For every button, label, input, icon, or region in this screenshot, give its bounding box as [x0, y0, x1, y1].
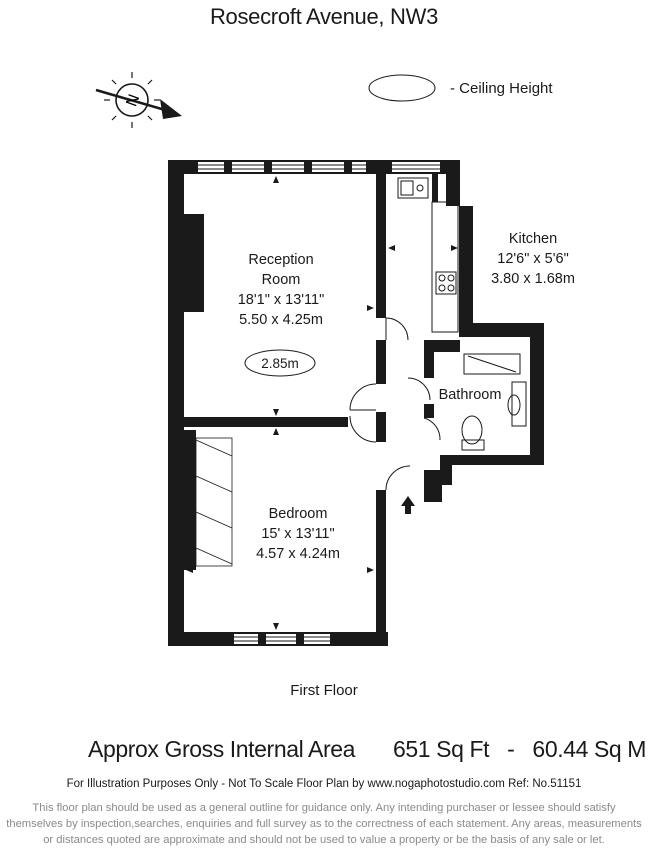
room-label-bathroom: Bathroom [438, 387, 502, 403]
compass-letter: N [123, 92, 143, 109]
gross-internal-area: Approx Gross Internal Area 651 Sq Ft - 6… [88, 736, 646, 763]
dimension-markers [186, 176, 458, 630]
area-label: Approx Gross Internal Area [88, 736, 356, 762]
area-sqft: 651 Sq Ft [393, 736, 490, 762]
entrance-arrow-icon [401, 496, 415, 514]
bathroom-fixtures [461, 353, 527, 451]
walls [168, 160, 544, 646]
doors [195, 317, 441, 567]
room-label-kitchen: Kitchen 12'6" x 5'6" 3.80 x 1.68m [491, 231, 575, 287]
area-sqm: 60.44 Sq M [532, 736, 647, 762]
room-label-reception: Reception Room 18'1" x 13'11" 5.50 x 4.2… [237, 252, 325, 328]
windows [198, 160, 440, 646]
kitchen-counter [397, 177, 459, 333]
ceiling-height-ellipse [244, 349, 316, 377]
area-separator: - [507, 736, 515, 762]
ceiling-height-legend-label: - Ceiling Height [450, 80, 553, 97]
compass-icon: N [95, 72, 182, 128]
floor-label: First Floor [290, 682, 358, 699]
room-label-bedroom: Bedroom 15' x 13'11" 4.57 x 4.24m [256, 506, 340, 562]
disclaimer: This floor plan should be used as a gene… [6, 802, 642, 846]
ceiling-height-legend-icon [368, 74, 436, 102]
ceiling-height-value: 2.85m [261, 356, 299, 371]
illustration-note: For Illustration Purposes Only - Not To … [66, 778, 582, 790]
plan-title: Rosecroft Avenue, NW3 [209, 4, 439, 29]
